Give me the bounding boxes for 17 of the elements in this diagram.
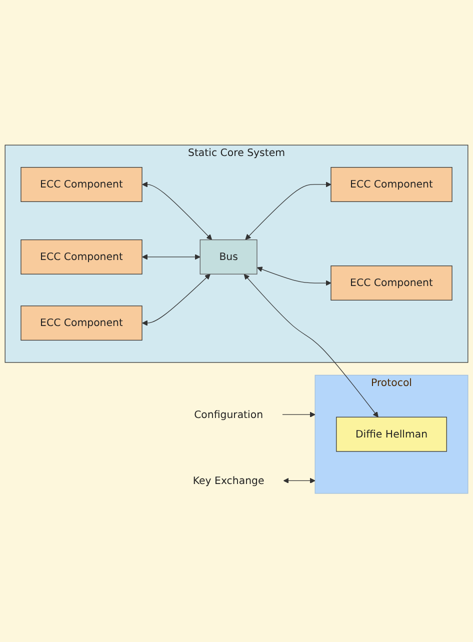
arrow [283, 477, 316, 484]
node-text: Key Exchange [192, 474, 264, 486]
node-box: ECC Component [330, 166, 452, 202]
node-text: Configuration [194, 408, 264, 420]
node-box: ECC Component [20, 305, 142, 340]
node-box: ECC Component [330, 265, 452, 300]
arrow [244, 274, 378, 417]
node-box: ECC Component [20, 239, 142, 274]
arrow [256, 266, 332, 286]
arrow [245, 181, 332, 240]
arrow [142, 181, 212, 240]
arrow [142, 273, 210, 326]
arrow [282, 411, 316, 417]
node-box: Diffie Hellman [336, 416, 447, 452]
node-box: Bus [200, 239, 258, 274]
arrow [142, 254, 200, 260]
node-box: ECC Component [20, 166, 142, 202]
